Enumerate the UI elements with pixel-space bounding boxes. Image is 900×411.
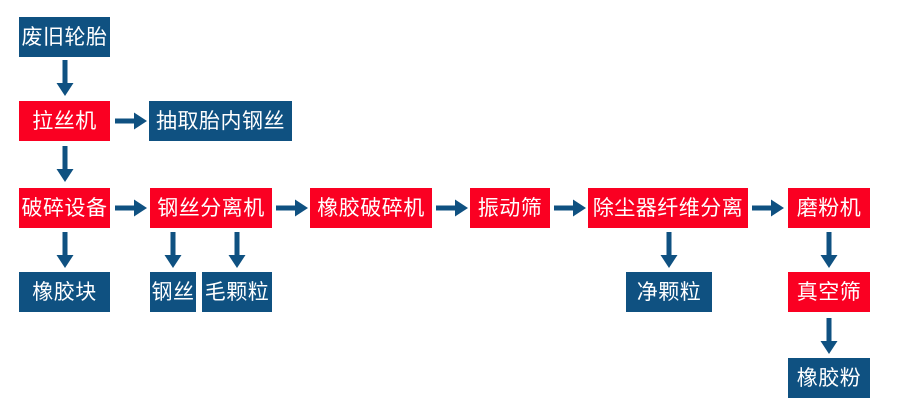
node-label: 磨粉机 [796,195,862,220]
node-wire-separator[interactable]: 钢丝分离机 [150,188,272,228]
node-label: 橡胶块 [32,279,97,304]
arrow-right-vibrating-screen-to-dust-separator [554,193,586,223]
node-waste-tire[interactable]: 废旧轮胎 [19,17,110,57]
node-label: 净颗粒 [636,279,702,304]
node-vacuum-screen[interactable]: 真空筛 [788,272,870,312]
node-grinding-mill[interactable]: 磨粉机 [788,188,870,228]
arrow-down-crushing-to-rubber-block [50,232,80,268]
node-label: 拉丝机 [32,108,97,133]
arrow-right-wire-drawing-to-extract-bead-wire [115,106,147,136]
node-vibrating-screen[interactable]: 振动筛 [470,188,550,228]
node-hairy-granule[interactable]: 毛颗粒 [202,272,272,312]
node-label: 废旧轮胎 [21,24,108,49]
arrow-right-crushing-to-wire-separator [115,193,147,223]
node-label: 真空筛 [796,279,862,304]
arrow-right-rubber-crusher-to-vibrating-screen [436,193,468,223]
arrow-down-waste-tire-to-wire-drawing [50,60,80,96]
node-label: 破碎设备 [21,195,108,220]
node-clean-granule[interactable]: 净颗粒 [626,272,712,312]
node-label: 钢丝 [151,279,195,304]
node-steel-wire[interactable]: 钢丝 [150,272,196,312]
node-wire-drawing-machine[interactable]: 拉丝机 [19,101,110,141]
arrow-down-wire-separator-to-hairy-granule [222,232,252,268]
arrow-right-dust-separator-to-grinding-mill [752,193,784,223]
node-label: 振动筛 [477,195,543,220]
node-label: 抽取胎内钢丝 [156,108,285,133]
arrow-right-wire-separator-to-rubber-crusher [276,193,308,223]
arrow-down-dust-separator-to-clean-granule [654,232,684,268]
arrow-down-wire-drawing-to-crushing [50,146,80,182]
node-crushing-equipment[interactable]: 破碎设备 [19,188,110,228]
node-label: 橡胶破碎机 [317,195,425,220]
node-rubber-block[interactable]: 橡胶块 [19,272,110,312]
arrow-down-grinding-mill-to-vacuum-screen [814,232,844,268]
node-rubber-powder[interactable]: 橡胶粉 [788,358,870,398]
arrow-down-vacuum-screen-to-rubber-powder [814,318,844,354]
node-label: 毛颗粒 [204,279,270,304]
node-dust-fiber-separator[interactable]: 除尘器纤维分离 [588,188,748,228]
node-label: 除尘器纤维分离 [592,195,744,220]
node-label: 橡胶粉 [796,365,862,390]
node-rubber-crusher[interactable]: 橡胶破碎机 [310,188,432,228]
arrow-down-wire-separator-to-steel-wire [158,232,188,268]
node-label: 钢丝分离机 [157,195,265,220]
node-extract-bead-wire[interactable]: 抽取胎内钢丝 [149,101,292,141]
